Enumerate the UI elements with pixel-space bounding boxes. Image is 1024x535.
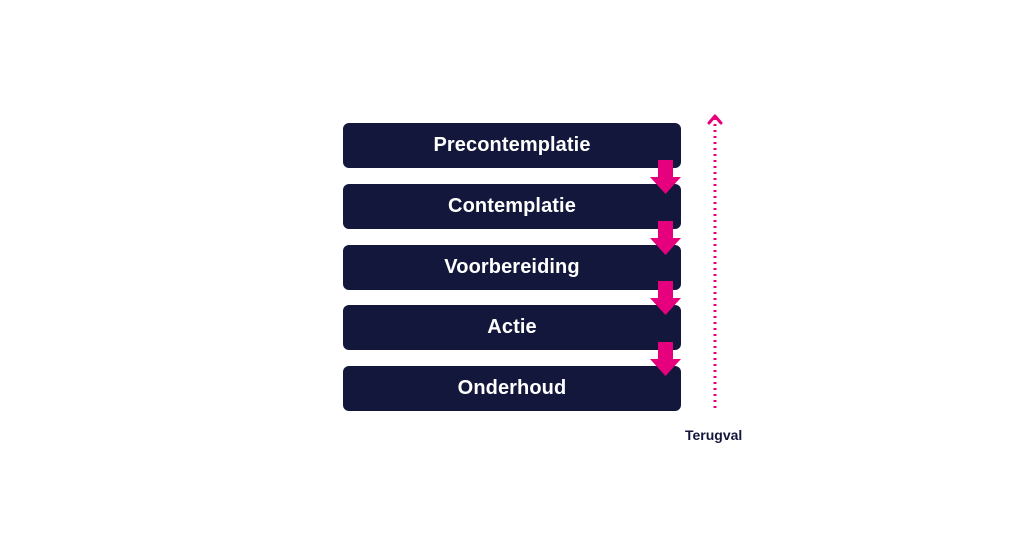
arrow-down-icon [650, 221, 681, 255]
stage-onderhoud: Onderhoud [343, 366, 681, 411]
stage-label: Contemplatie [448, 195, 576, 217]
stage-actie: Actie [343, 305, 681, 350]
stage-label: Precontemplatie [433, 134, 591, 156]
stage-precontemplatie: Precontemplatie [343, 123, 681, 168]
dotted-arrow-up-icon [707, 114, 723, 412]
stage-label: Voorbereiding [444, 256, 580, 278]
stage-contemplatie: Contemplatie [343, 184, 681, 229]
arrow-down-icon [650, 160, 681, 194]
arrow-down-icon [650, 342, 681, 376]
stage-label: Actie [487, 316, 537, 338]
stage-label: Onderhoud [457, 377, 567, 399]
relapse-label: Terugval [685, 427, 743, 443]
stage-voorbereiding: Voorbereiding [343, 245, 681, 290]
arrow-down-icon [650, 281, 681, 315]
